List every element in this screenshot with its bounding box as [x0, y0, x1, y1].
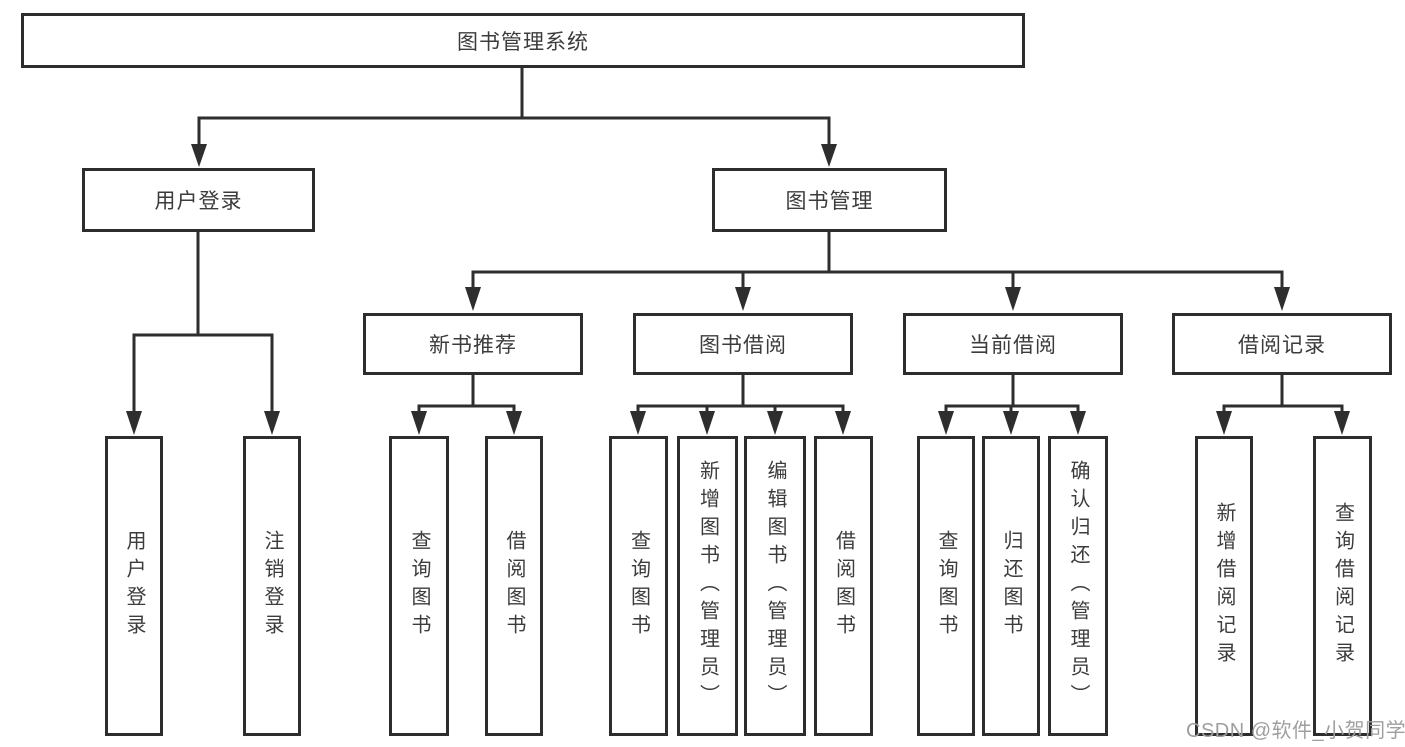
leaf-current-query-books-label: 查询图书 — [935, 530, 957, 642]
leaf-current-return-books-label: 归还图书 — [1000, 530, 1022, 642]
leaf-records-query-record-label: 查询借阅记录 — [1331, 502, 1354, 670]
leaf-current-return-books: 归还图书 — [982, 436, 1040, 736]
leaf-borrow-query-books-label: 查询图书 — [627, 530, 650, 642]
leaf-user-login-label: 用户登录 — [123, 530, 145, 642]
node-root: 图书管理系统 — [21, 13, 1025, 68]
leaf-recommend-query-books: 查询图书 — [389, 436, 449, 736]
node-current-borrow-label: 当前借阅 — [969, 334, 1057, 357]
leaf-logout: 注销登录 — [243, 436, 301, 736]
leaf-borrow-add-books-admin: 新增图书（管理员） — [677, 436, 738, 736]
node-borrow-records: 借阅记录 — [1172, 313, 1392, 375]
node-borrow-records-label: 借阅记录 — [1238, 334, 1326, 357]
leaf-borrow-edit-books-admin: 编辑图书（管理员） — [744, 436, 806, 736]
node-new-book-recommend: 新书推荐 — [363, 313, 583, 375]
leaf-borrow-query-books: 查询图书 — [609, 436, 668, 736]
leaf-user-login: 用户登录 — [105, 436, 163, 736]
node-current-borrow: 当前借阅 — [903, 313, 1123, 375]
leaf-current-query-books: 查询图书 — [917, 436, 975, 736]
leaf-records-query-record: 查询借阅记录 — [1313, 436, 1372, 736]
node-book-borrow: 图书借阅 — [633, 313, 853, 375]
node-user-login-label: 用户登录 — [154, 190, 243, 213]
leaf-logout-label: 注销登录 — [261, 530, 283, 642]
node-book-management-label: 图书管理 — [785, 190, 874, 213]
leaf-recommend-query-books-label: 查询图书 — [408, 530, 430, 642]
leaf-current-confirm-return-admin-label: 确认归还（管理员） — [1067, 460, 1089, 712]
leaf-borrow-edit-books-admin-label: 编辑图书（管理员） — [764, 460, 786, 712]
csdn-watermark: CSDN @软件_小贺同学 — [1186, 720, 1405, 742]
leaf-borrow-add-books-admin-label: 新增图书（管理员） — [696, 460, 719, 712]
leaf-recommend-borrow-books-label: 借阅图书 — [503, 530, 525, 642]
node-book-borrow-label: 图书借阅 — [699, 334, 787, 357]
node-user-login: 用户登录 — [82, 168, 315, 232]
node-root-label: 图书管理系统 — [457, 30, 589, 54]
node-book-management: 图书管理 — [712, 168, 947, 232]
leaf-current-confirm-return-admin: 确认归还（管理员） — [1048, 436, 1108, 736]
leaf-records-add-record-label: 新增借阅记录 — [1213, 502, 1235, 670]
leaf-borrow-borrow-books: 借阅图书 — [814, 436, 873, 736]
node-new-book-recommend-label: 新书推荐 — [429, 334, 517, 357]
leaf-recommend-borrow-books: 借阅图书 — [485, 436, 543, 736]
leaf-records-add-record: 新增借阅记录 — [1195, 436, 1253, 736]
leaf-borrow-borrow-books-label: 借阅图书 — [832, 530, 855, 642]
